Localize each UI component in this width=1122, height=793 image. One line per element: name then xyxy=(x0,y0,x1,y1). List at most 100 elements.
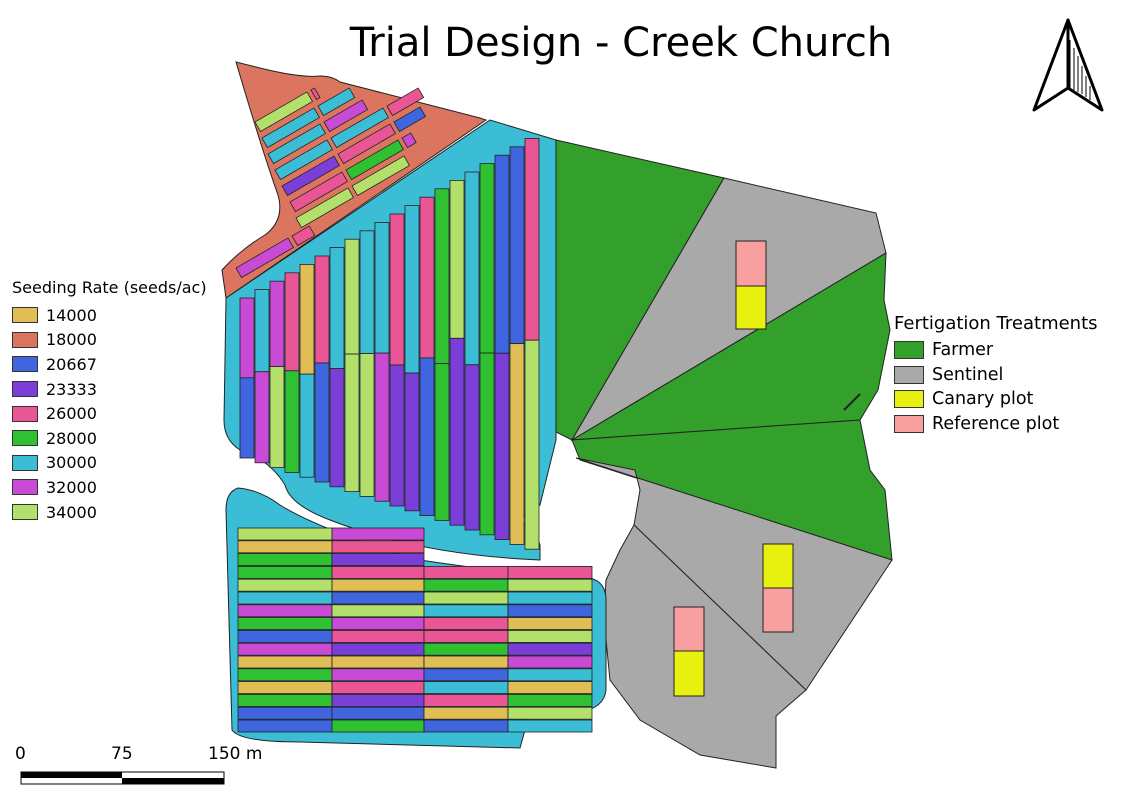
seeding-plot xyxy=(237,630,333,643)
seeding-plot xyxy=(237,566,333,579)
seeding-plot xyxy=(524,137,540,341)
seeding-plot xyxy=(389,364,405,507)
seeding-plot xyxy=(464,171,480,366)
seeding-plot xyxy=(329,368,345,488)
seeding-plot xyxy=(299,373,315,478)
seeding-legend-swatch xyxy=(12,381,38,398)
seeding-plot xyxy=(239,377,255,459)
seeding-plot xyxy=(331,642,425,656)
seeding-plot xyxy=(507,630,593,643)
seeding-legend-item: 32000 xyxy=(12,475,207,500)
map-title: Trial Design - Creek Church xyxy=(349,20,893,66)
seeding-plot xyxy=(507,566,593,579)
seeding-legend-item: 30000 xyxy=(12,451,207,476)
seeding-plot xyxy=(507,617,593,630)
seeding-plot xyxy=(237,694,333,707)
seeding-plot xyxy=(393,106,427,133)
seeding-plot xyxy=(237,604,333,618)
seeding-plot xyxy=(507,591,593,605)
seeding-plot xyxy=(237,681,333,694)
seeding-plot xyxy=(331,578,425,592)
seeding-plot xyxy=(507,668,593,682)
seeding-plot xyxy=(423,668,509,682)
seeding-plot xyxy=(423,617,509,630)
seeding-plots xyxy=(235,87,593,733)
seeding-plot xyxy=(323,99,369,133)
seeding-plot xyxy=(331,527,425,541)
seeding-plot xyxy=(237,553,333,566)
seeding-plot xyxy=(267,123,327,165)
seeding-plot xyxy=(507,578,593,592)
seeding-plot xyxy=(401,132,417,149)
seeding-plot xyxy=(404,372,420,512)
seeding-plot xyxy=(423,694,509,707)
seeding-legend-label: 34000 xyxy=(46,502,97,522)
fertigation-legend-label: Reference plot xyxy=(932,413,1060,434)
seeding-plot xyxy=(423,642,509,656)
scale-bar xyxy=(20,771,225,785)
seeding-legend-swatch xyxy=(12,479,38,496)
farmer-zone-south xyxy=(571,419,893,561)
seeding-plot xyxy=(507,719,593,733)
seeding-plot xyxy=(261,107,321,149)
seeding-legend-title: Seeding Rate (seeds/ac) xyxy=(12,278,207,297)
seeding-plot xyxy=(235,237,295,279)
seeding-legend-item: 26000 xyxy=(12,401,207,426)
seeding-plot xyxy=(374,352,390,502)
seeding-plot xyxy=(423,591,509,605)
seeding-plot xyxy=(507,655,593,669)
seeding-plot xyxy=(337,123,397,165)
seeding-plot xyxy=(331,655,425,669)
seeding-plot xyxy=(289,171,349,213)
fertigation-legend-swatch xyxy=(894,390,924,409)
seeding-plot xyxy=(509,343,525,545)
seeding-plot xyxy=(291,225,316,247)
seeding-plot xyxy=(331,630,425,643)
seeding-plot xyxy=(351,155,411,197)
fertigation-legend-swatch xyxy=(894,365,924,384)
seeding-plot xyxy=(386,87,425,117)
seeding-plot xyxy=(464,364,480,531)
seeding-plot xyxy=(507,604,593,618)
seeding-legend-label: 32000 xyxy=(46,477,97,497)
fertigation-legend-title: Fertigation Treatments xyxy=(894,313,1098,334)
seeding-plot xyxy=(359,230,375,354)
seeding-legend-item: 20667 xyxy=(12,352,207,377)
fertigation-legend-swatch xyxy=(894,414,924,433)
reference-plot-north xyxy=(735,240,767,287)
seeding-plot xyxy=(237,642,333,656)
seeding-plot xyxy=(434,363,450,521)
seeding-legend-item: 34000 xyxy=(12,500,207,525)
seeding-plot xyxy=(507,706,593,720)
seeding-plot xyxy=(509,146,525,345)
seeding-plot xyxy=(314,255,330,364)
seeding-plot xyxy=(344,353,360,493)
seeding-legend-label: 30000 xyxy=(46,453,97,473)
seeding-legend-item: 14000 xyxy=(12,303,207,328)
reference-plot-south-east xyxy=(762,587,794,633)
seeding-plot xyxy=(237,578,333,592)
seeding-plot xyxy=(374,221,390,354)
seeding-legend-swatch xyxy=(12,504,38,521)
fertigation-legend-swatch xyxy=(894,341,924,360)
seeding-plot xyxy=(237,617,333,630)
seeding-plot xyxy=(331,706,425,720)
seeding-plot xyxy=(331,540,425,554)
fertigation-legend-label: Farmer xyxy=(932,340,994,361)
seeding-plot xyxy=(237,591,333,605)
seeding-plot xyxy=(317,87,356,117)
seeding-plot xyxy=(404,205,420,374)
seeding-plot xyxy=(344,238,360,355)
seeding-plot xyxy=(284,272,300,372)
fertigation-legend-item: Sentinel xyxy=(894,363,1098,388)
seeding-plot xyxy=(329,247,345,370)
seeding-plot xyxy=(269,280,285,367)
seeding-plot xyxy=(389,213,405,366)
seeding-legend-label: 26000 xyxy=(46,404,97,424)
fertigation-legend-item: Canary plot xyxy=(894,387,1098,412)
seeding-legend-label: 28000 xyxy=(46,428,97,448)
seeding-legend-swatch xyxy=(12,430,38,447)
seeding-plot xyxy=(237,668,333,682)
canary-plot-south-east xyxy=(762,543,794,589)
